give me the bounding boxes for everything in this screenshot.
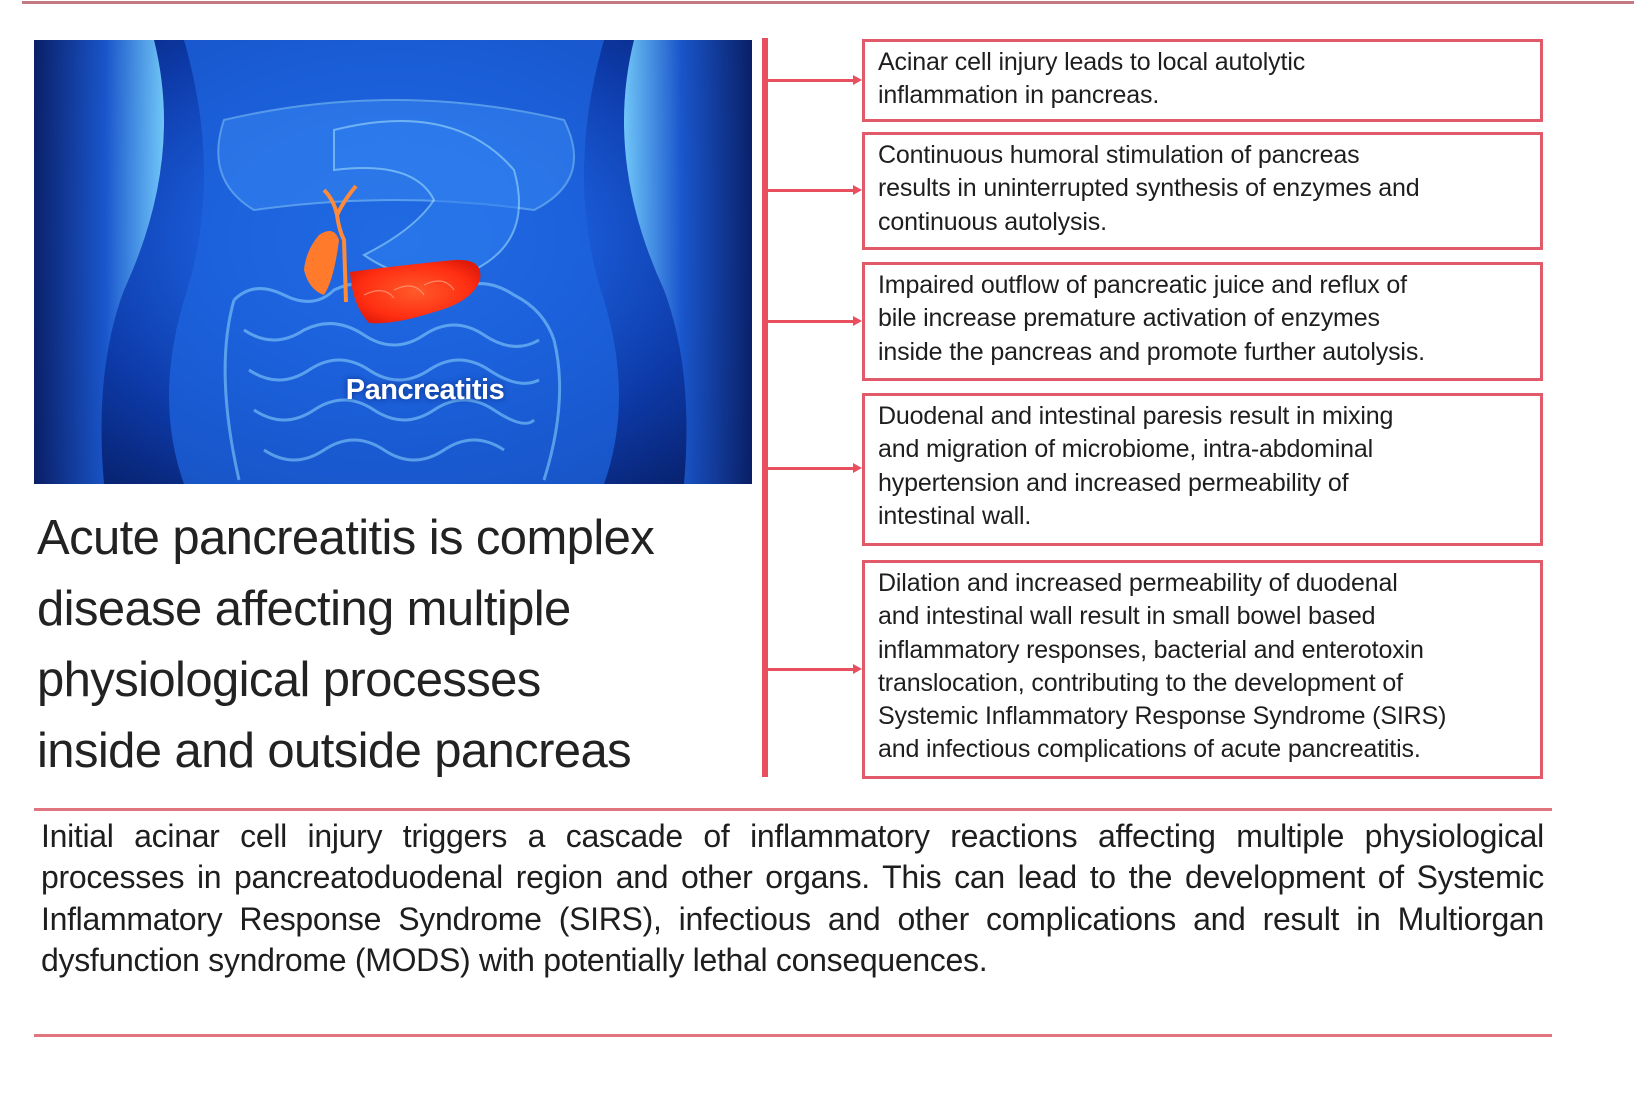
- box-line: results in uninterrupted synthesis of en…: [878, 174, 1420, 203]
- box-line: bile increase premature activation of en…: [878, 304, 1380, 333]
- arrow-icon: [768, 463, 862, 473]
- box-line: intestinal wall.: [878, 501, 1032, 530]
- box-line: Systemic Inflammatory Response Syndrome …: [878, 702, 1447, 731]
- box-line: hypertension and increased permeability …: [878, 468, 1349, 497]
- anatomy-illustration-icon: [34, 40, 752, 484]
- box-line: inflammatory responses, bacterial and en…: [878, 635, 1424, 664]
- box-line: and infectious complications of acute pa…: [878, 735, 1421, 764]
- box-line: Continuous humoral stimulation of pancre…: [878, 141, 1360, 169]
- box-line: Acinar cell injury leads to local autoly…: [878, 48, 1306, 76]
- mechanism-box-2: Continuous humoral stimulation of pancre…: [862, 132, 1543, 250]
- box-line: inflammation in pancreas.: [878, 81, 1160, 110]
- arrow-icon: [768, 75, 862, 85]
- main-heading: Acute pancreatitis is complex disease af…: [37, 503, 757, 787]
- arrow-icon: [768, 185, 862, 195]
- box-line: translocation, contributing to the devel…: [878, 668, 1403, 697]
- box-line: inside the pancreas and promote further …: [878, 337, 1425, 366]
- heading-line: inside and outside pancreas: [37, 724, 632, 778]
- box-line: Dilation and increased permeability of d…: [878, 569, 1398, 597]
- summary-paragraph: Initial acinar cell injury triggers a ca…: [41, 818, 1544, 978]
- summary-bottom-divider: [34, 1034, 1552, 1037]
- box-line: and migration of microbiome, intra-abdom…: [878, 435, 1374, 464]
- box-line: Duodenal and intestinal paresis result i…: [878, 402, 1394, 430]
- heading-line: Acute pancreatitis is complex: [37, 511, 655, 565]
- top-divider: [22, 1, 1634, 4]
- summary-top-divider: [34, 808, 1552, 811]
- box-line: and intestinal wall result in small bowe…: [878, 602, 1376, 631]
- box-line: continuous autolysis.: [878, 207, 1107, 236]
- arrow-icon: [768, 316, 862, 326]
- heading-line: physiological processes: [37, 653, 541, 707]
- pancreatitis-illustration: Pancreatitis: [34, 40, 752, 484]
- heading-line: disease affecting multiple: [37, 582, 571, 636]
- mechanism-box-3: Impaired outflow of pancreatic juice and…: [862, 262, 1543, 381]
- arrow-icon: [768, 664, 862, 674]
- illustration-label: Pancreatitis: [345, 374, 505, 406]
- mechanism-box-1: Acinar cell injury leads to local autoly…: [862, 39, 1543, 122]
- mechanism-box-4: Duodenal and intestinal paresis result i…: [862, 393, 1543, 546]
- connector-spine: [762, 38, 768, 777]
- mechanism-box-5: Dilation and increased permeability of d…: [862, 560, 1543, 779]
- box-line: Impaired outflow of pancreatic juice and…: [878, 271, 1407, 299]
